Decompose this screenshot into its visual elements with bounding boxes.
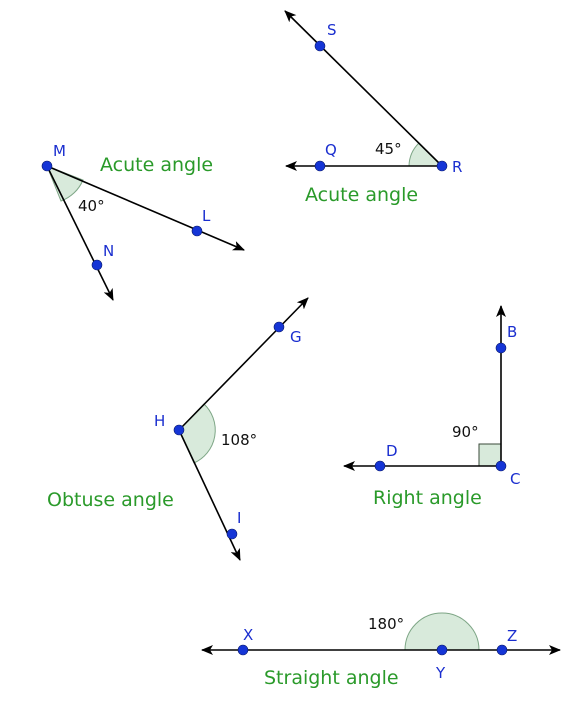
point-x	[237, 644, 249, 656]
point-h	[173, 424, 185, 436]
degree-108: 108°	[221, 431, 257, 449]
label-g: G	[290, 328, 302, 346]
angle-arc-40	[46, 165, 84, 202]
point-b	[495, 342, 507, 354]
label-i: I	[237, 509, 241, 527]
ray-hg	[178, 297, 309, 431]
point-d	[374, 460, 386, 472]
title-straight: Straight angle	[264, 667, 399, 689]
point-n	[91, 259, 103, 271]
point-r	[436, 160, 448, 172]
title-acute-1: Acute angle	[100, 154, 213, 176]
degree-90: 90°	[452, 423, 479, 441]
point-y	[436, 644, 448, 656]
label-q: Q	[325, 141, 337, 159]
label-y: Y	[435, 664, 446, 682]
degree-180: 180°	[368, 615, 404, 633]
degree-45: 45°	[375, 140, 402, 158]
label-m: M	[53, 142, 66, 160]
point-q	[314, 160, 326, 172]
acute-angle-lmn: M L N 40° Acute angle	[41, 142, 245, 301]
point-c	[495, 460, 507, 472]
label-h: H	[154, 412, 165, 430]
label-n: N	[103, 242, 114, 260]
straight-angle-xyz: Y X Z 180° Straight angle	[201, 612, 561, 689]
label-l: L	[202, 207, 211, 225]
title-right: Right angle	[373, 487, 482, 509]
label-d: D	[386, 442, 398, 460]
ray-rs	[284, 10, 443, 167]
title-obtuse: Obtuse angle	[47, 489, 174, 511]
right-angle-bcd: C B D 90° Right angle	[343, 305, 520, 509]
angle-arc-108	[178, 403, 216, 464]
label-x: X	[243, 626, 253, 644]
point-l	[191, 225, 203, 237]
label-b: B	[507, 323, 517, 341]
degree-40: 40°	[78, 197, 105, 215]
point-s	[314, 40, 326, 52]
ray-mn	[46, 165, 114, 301]
ray-ml	[46, 165, 245, 251]
point-g	[273, 321, 285, 333]
label-r: R	[452, 158, 462, 176]
point-m	[41, 160, 53, 172]
title-acute-2: Acute angle	[305, 184, 418, 206]
angle-arc-180	[404, 612, 480, 651]
acute-angle-srq: R S Q 45° Acute angle	[284, 10, 462, 206]
obtuse-angle-ghi: H G I 108° Obtuse angle	[47, 297, 309, 561]
angle-arc-45	[408, 142, 444, 167]
point-z	[496, 644, 508, 656]
label-z: Z	[507, 627, 517, 645]
label-s: S	[327, 21, 337, 39]
point-i	[226, 528, 238, 540]
label-c: C	[510, 470, 520, 488]
